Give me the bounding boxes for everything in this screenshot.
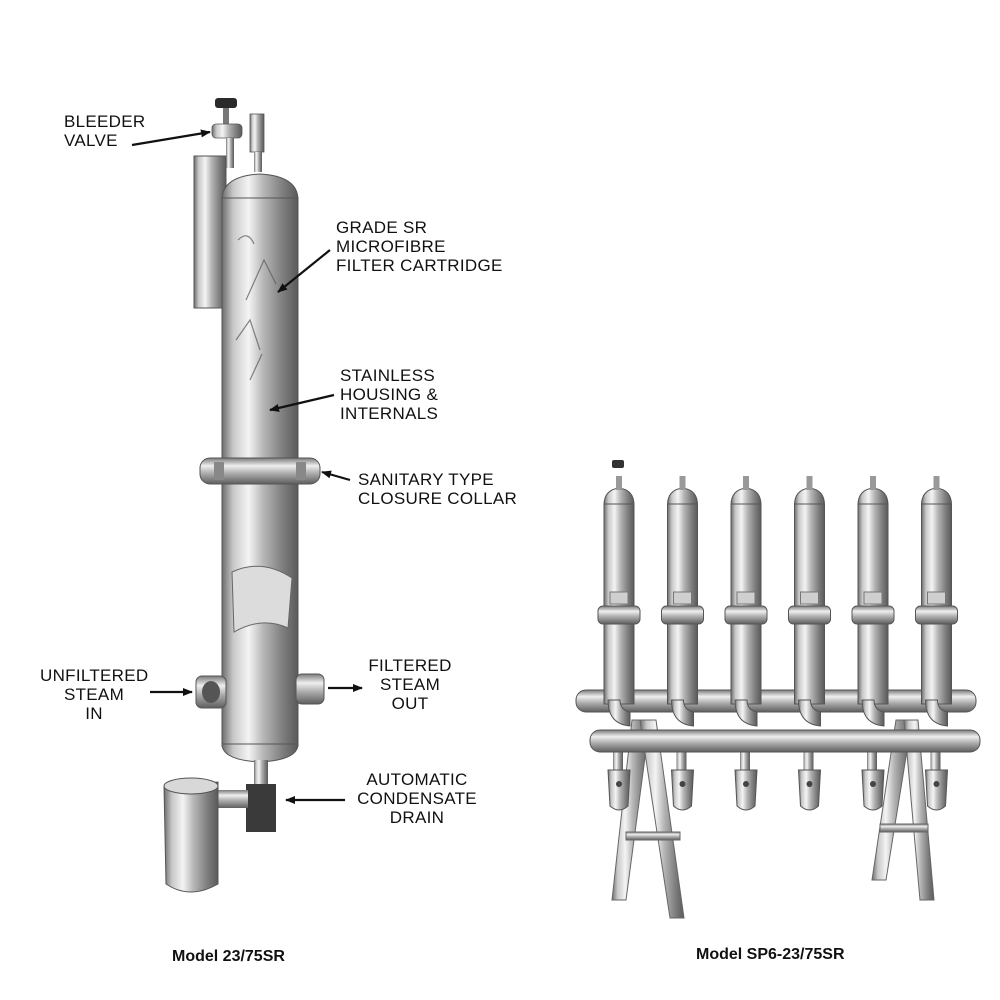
arrow-collar [321,470,351,482]
drain-stem [867,750,877,770]
unit-clamp [927,591,946,605]
unit-elbow [924,699,948,727]
drain-knob [870,781,876,787]
unit-clamp [863,591,883,605]
caption-left-model: Model 23/75SR [172,948,285,965]
drain-stem [613,750,623,770]
drain-bowl [861,769,885,811]
single-filter-illustration [163,98,325,893]
unit-dome [666,487,699,506]
drain-knob [679,781,686,787]
side-bracket [193,155,227,309]
outlet-port [295,673,325,705]
unit-dome [730,487,762,506]
unit-clamp [736,591,756,605]
housing-dome [221,173,299,201]
unit-elbow [607,699,631,727]
unit-clamp [800,591,819,605]
caption-right-model: Model SP6-23/75SR [696,946,845,963]
drain-bowl [607,769,631,811]
bleeder-handle [612,460,624,468]
unit-collar [915,605,958,625]
condensate-drain [163,760,276,893]
label-steam-in: UNFILTERED STEAM IN [40,666,149,723]
drain-knob [806,781,813,787]
stand-crossbar [625,831,681,841]
unit-elbow [734,699,758,727]
drain-bowl [734,769,758,811]
drain-stem [676,750,687,770]
unit-elbow [670,699,694,727]
manifold-illustration [575,460,981,919]
unit-collar [597,605,641,625]
closure-collar [199,457,321,485]
bleeder-valve [211,98,265,172]
arrow-filter-cartridge [277,249,331,293]
label-filter-cartridge: GRADE SR MICROFIBRE FILTER CARTRIDGE [336,218,503,275]
label-collar: SANITARY TYPE CLOSURE COLLAR [358,470,518,508]
unit-vent [743,476,749,490]
label-housing: STAINLESS HOUSING & INTERNALS [340,366,439,423]
unit-collar [788,605,831,625]
unit-elbow [861,699,885,727]
unit-collar [724,605,768,625]
unit-vent [933,476,940,490]
unit-dome [857,487,889,506]
unit-dome [603,487,635,506]
unit-vent [870,476,876,490]
label-bleeder-valve: BLEEDER VALVE [64,112,146,150]
unit-clamp [673,591,692,605]
drain-knob [933,781,940,787]
arrow-bleeder-valve [131,129,211,147]
leader-arrows [131,129,363,804]
label-steam-out: FILTERED STEAM OUT [368,656,452,713]
unit-dome [793,487,826,506]
unit-vent [616,476,622,490]
unit-collar [851,605,895,625]
drain-stem [803,750,814,770]
drain-knob [616,781,622,787]
stand-leg [903,719,935,901]
label-drain: AUTOMATIC CONDENSATE DRAIN [357,770,477,827]
unit-vent [679,476,686,490]
inlet-port [195,675,227,709]
unit-collar [661,605,704,625]
drain-knob [743,781,749,787]
drain-bowl [797,769,822,811]
front-header-pipe [589,729,981,753]
unit-clamp [609,591,629,605]
drain-bowl [670,769,695,811]
drain-stem [740,750,750,770]
stand-crossbar [879,823,929,833]
unit-dome [920,487,953,506]
stand-leg [639,719,685,919]
drain-bowl [924,769,949,811]
unit-elbow [797,699,821,727]
manifold-header-pipe [575,689,977,713]
drain-stem [930,750,941,770]
unit-vent [806,476,813,490]
arrow-housing [269,393,335,412]
